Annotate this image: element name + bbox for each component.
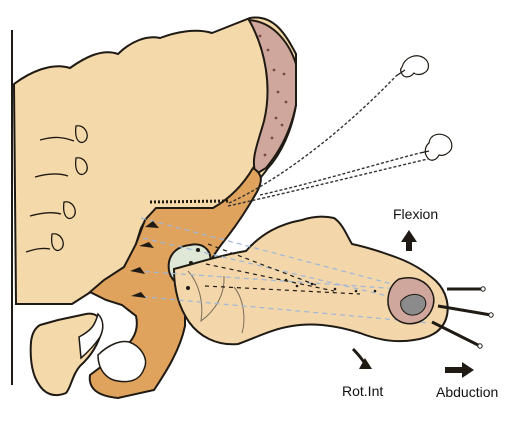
flexion-label: Flexion [393, 206, 438, 222]
abduction-label: Abduction [436, 384, 498, 400]
obturator-foramen [98, 342, 146, 382]
suture-anchor-icon [396, 56, 429, 77]
arrow-icon [401, 230, 417, 251]
suture-anchor-icon [420, 134, 452, 160]
rotation-internal-label: Rot.Int [342, 383, 383, 399]
arrow-icon [353, 349, 372, 369]
arrow-icon [445, 362, 474, 378]
pin-bore [401, 294, 426, 315]
